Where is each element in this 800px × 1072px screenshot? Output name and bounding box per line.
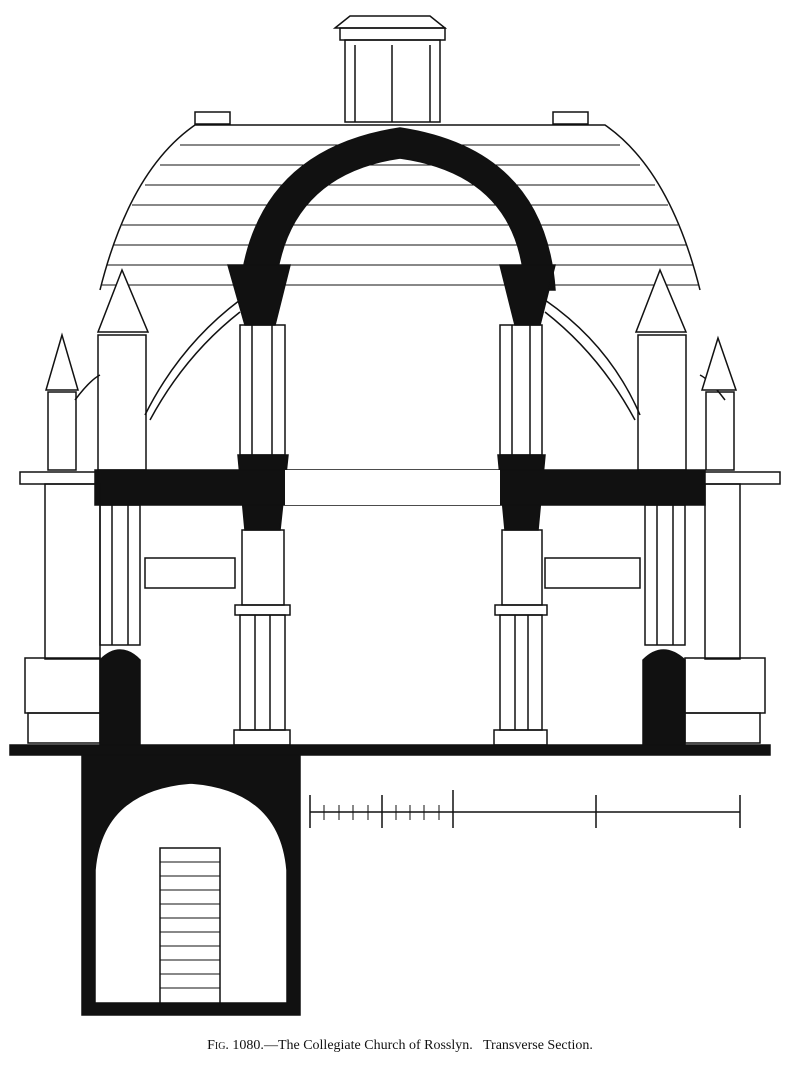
figure-caption: Fig. 1080.—The Collegiate Church of Ross… [0,1038,800,1054]
scale-bar [309,790,741,828]
left-capital [227,264,291,326]
aisles [19,471,781,746]
figure-number: Fig. 1080. [207,1038,264,1053]
pinnacles [45,267,738,471]
figure-title: —The Collegiate Church of Rosslyn. Trans… [263,1038,593,1053]
roof [99,111,701,291]
right-capital [499,264,556,326]
main-vault-arch [239,127,556,291]
crypt-door [159,847,221,1004]
floor-line [9,744,771,756]
roof-lantern [332,15,448,123]
crypt [81,754,301,1016]
nave-piers [233,324,548,746]
